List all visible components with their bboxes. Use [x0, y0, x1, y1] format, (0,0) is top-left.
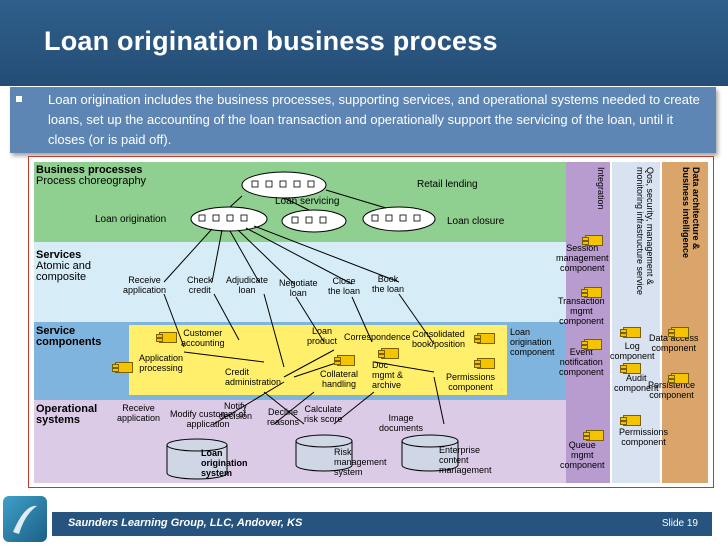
component-correspondence: Correspondence [344, 332, 411, 342]
footer-credit: Saunders Learning Group, LLC, Andover, K… [68, 517, 303, 529]
bullet-box: Loan origination includes the business p… [10, 87, 716, 153]
label-loan-origination: Loan origination [95, 214, 167, 225]
db-risk-management [295, 441, 353, 472]
queue-icon [583, 430, 604, 441]
label-loan-closure: Loan closure [447, 216, 505, 227]
logo-icon [3, 496, 47, 542]
db-enterprise-content [401, 441, 459, 472]
component-doc-icon [378, 348, 399, 359]
persistence-icon [668, 373, 689, 384]
component-consolidated-icon [474, 333, 495, 344]
audit-icon [620, 363, 641, 374]
title-bar: Loan origination business process [0, 0, 728, 86]
qos-permissions-icon [620, 415, 641, 426]
session-icon [582, 235, 603, 246]
slide-number: Slide 19 [661, 518, 698, 529]
footer: Saunders Learning Group, LLC, Andover, K… [0, 494, 728, 546]
architecture-diagram: Integration Qos, security, management & … [28, 156, 714, 488]
column-qos [612, 162, 660, 483]
footer-bar: Saunders Learning Group, LLC, Andover, K… [52, 512, 712, 536]
log-icon [620, 327, 641, 338]
process-flow-graphic [163, 171, 459, 480]
component-application-icon [112, 362, 133, 373]
column-integration-label: Integration [596, 167, 606, 210]
data-access-icon [668, 327, 689, 338]
event-icon [581, 339, 602, 350]
transaction-icon [581, 287, 602, 298]
process-loan-closure [362, 206, 436, 232]
slide-title: Loan origination business process [44, 26, 498, 56]
band-components-inner [129, 325, 507, 395]
bullet-text: Loan origination includes the business p… [48, 92, 700, 147]
label-loan-servicing: Loan servicing [275, 196, 340, 207]
column-integration [566, 162, 610, 483]
process-loan-servicing [281, 209, 347, 233]
column-qos-label: Qos, security, management & monitoring i… [635, 167, 655, 296]
component-permissions-icon [474, 358, 495, 369]
column-data-label: Data architecture & business intelligenc… [681, 167, 701, 259]
band-services [34, 242, 566, 322]
bullet-marker [16, 96, 22, 102]
column-data [662, 162, 708, 483]
db-loan-origination [166, 445, 228, 480]
label-retail-lending: Retail lending [417, 179, 478, 190]
component-customer-accounting-icon [156, 332, 177, 343]
component-collateral-icon [334, 355, 355, 366]
